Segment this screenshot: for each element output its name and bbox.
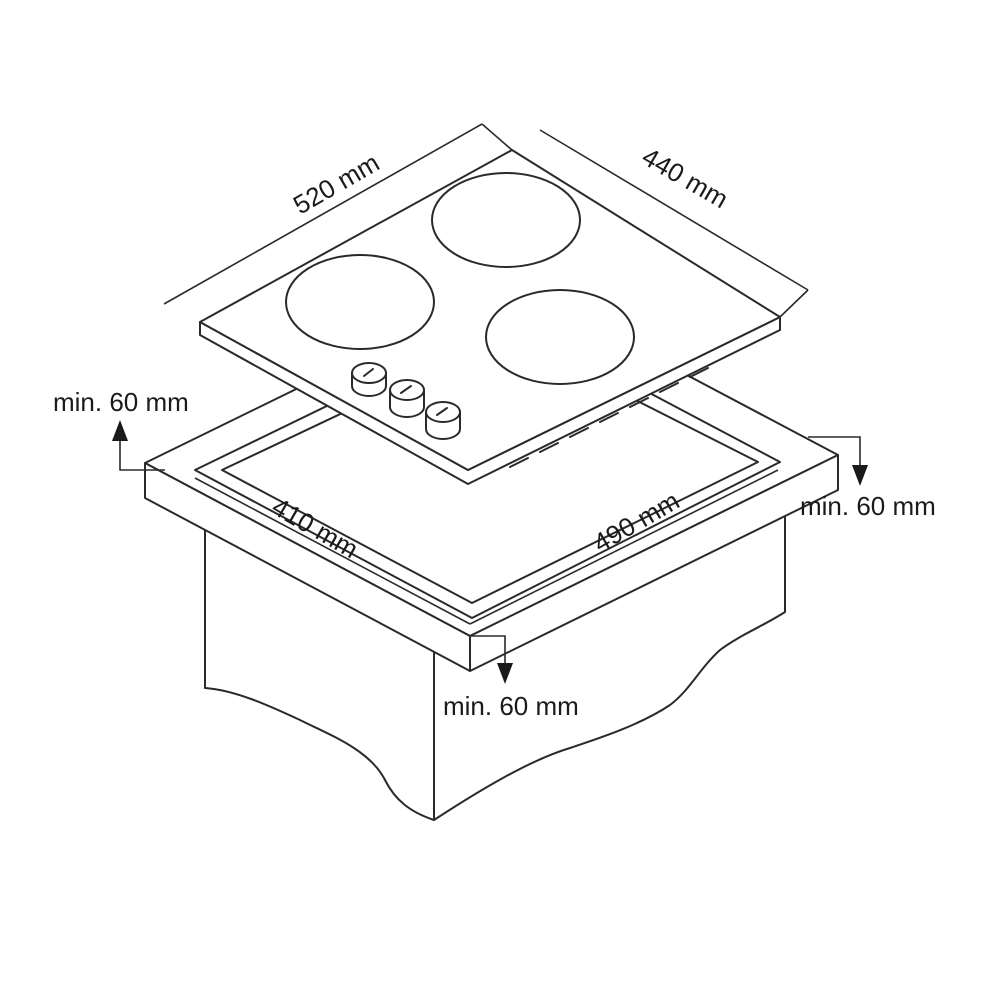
clearance-front-marker [470,635,513,684]
cooking-zone-right [485,289,635,385]
label-clearance-right: min. 60 mm [800,491,936,521]
cooking-zone-rear [431,172,581,268]
clearance-right-marker [808,436,868,486]
control-knob-2 [389,379,425,418]
arrow-down-icon [852,465,868,486]
control-knob-1 [351,362,387,397]
cabinet-left-face [204,524,435,821]
arrow-down-icon [497,663,513,684]
worktop-right-edge [469,454,839,672]
clearance-left-marker [112,420,165,471]
cutout-dimension-lines [194,469,779,625]
hob-vents [509,367,709,468]
label-clearance-front: min. 60 mm [443,691,579,721]
cabinet [204,487,786,821]
label-hob-width: 520 mm [288,147,384,220]
arrow-up-icon [112,420,128,441]
control-knob-3 [425,401,461,440]
label-hob-depth: 440 mm [637,141,733,214]
label-clearance-left: min. 60 mm [53,387,189,417]
hob-dimension-lines [163,123,809,318]
cabinet-right-face [433,487,786,821]
hob [199,149,781,485]
cooking-zone-left [285,254,435,350]
